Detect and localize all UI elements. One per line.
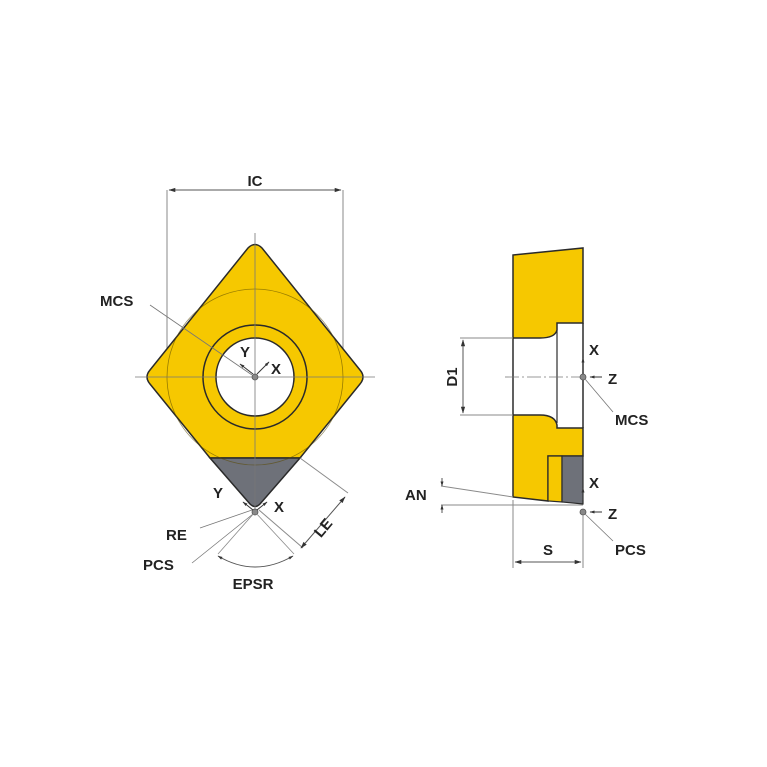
x-axis-arrow-tip-icon — [256, 501, 268, 511]
ic-label: IC — [248, 173, 263, 190]
mcs-point-icon — [251, 373, 259, 381]
y-axis-arrow-icon — [239, 363, 254, 375]
pcs-label-front: PCS — [143, 557, 174, 574]
le-label: LE — [311, 515, 336, 541]
pcs-label-side: PCS — [615, 542, 646, 559]
epsr-label: EPSR — [233, 576, 274, 593]
re-leader — [199, 509, 253, 529]
mcs-label-front: MCS — [100, 293, 133, 310]
mcs-leader — [149, 304, 253, 376]
x-label-center: X — [271, 361, 281, 378]
x-label-mcs: X — [589, 342, 599, 359]
y-label-center: Y — [240, 344, 250, 361]
z-label-mcs: Z — [608, 371, 617, 388]
front-view: IC MCS Y X LE Y — [100, 173, 375, 593]
side-view: D1 X Z MCS X Z PCS AN — [405, 247, 648, 568]
an-label: AN — [405, 487, 427, 504]
mcs-point-side-icon — [579, 373, 587, 381]
d1-dimension: D1 — [444, 337, 513, 416]
an-dimension: AN — [405, 478, 583, 513]
y-label-tip: Y — [213, 485, 223, 502]
s-label: S — [543, 542, 553, 559]
pcs-leader — [191, 513, 254, 564]
epsr-angle: EPSR — [217, 511, 295, 593]
s-dimension: S — [512, 500, 584, 568]
x-label-pcs: X — [589, 475, 599, 492]
insert-body-side-strip — [547, 455, 563, 503]
z-label-pcs: Z — [608, 506, 617, 523]
d1-label: D1 — [444, 367, 461, 386]
mcs-leader-side — [584, 378, 614, 413]
pcs-leader-side — [584, 513, 614, 542]
mcs-label-side: MCS — [615, 412, 648, 429]
ic-dimension: IC — [166, 173, 344, 378]
x-axis-arrow-icon — [256, 361, 270, 375]
insert-body-side-upper — [512, 247, 584, 339]
re-label: RE — [166, 527, 187, 544]
x-label-tip: X — [274, 499, 284, 516]
cutting-tip-side — [561, 455, 584, 505]
y-axis-arrow-tip-icon — [242, 501, 254, 511]
